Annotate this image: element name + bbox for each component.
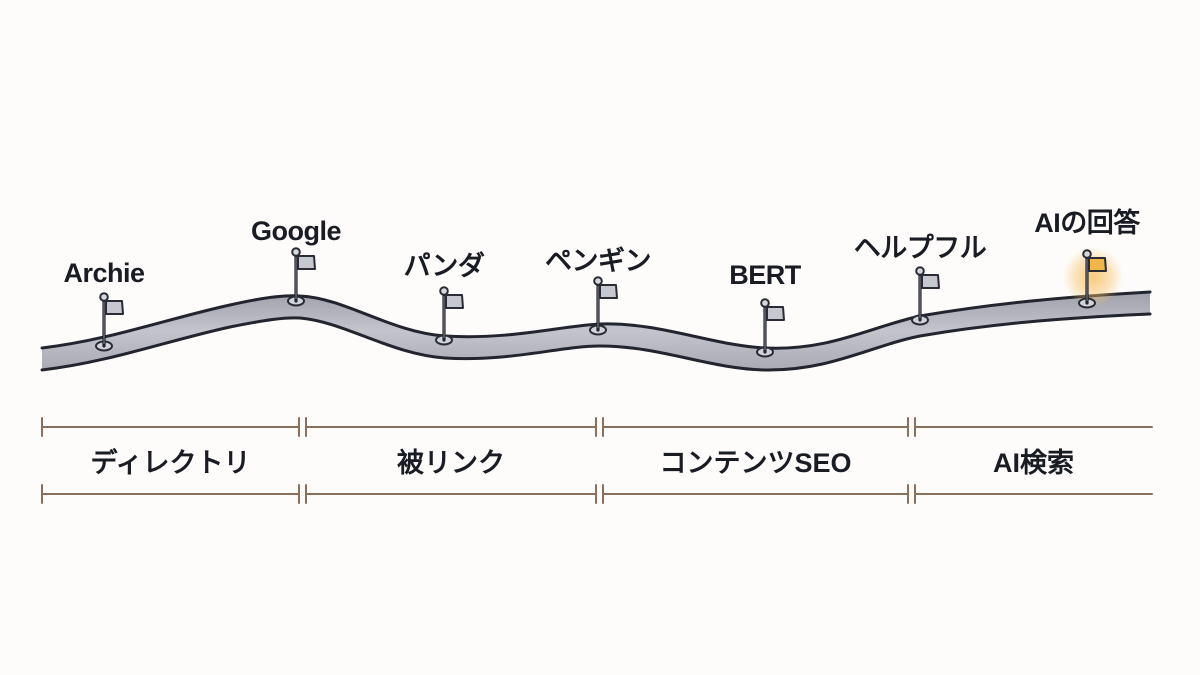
milestone-label: ヘルプフル (854, 233, 987, 263)
milestone-label: パンダ (404, 250, 485, 281)
era-label: ディレクトリ (90, 447, 250, 478)
milestone-label: Google (251, 216, 341, 246)
flag (105, 300, 124, 315)
era-ruler-bottom (41, 484, 1153, 504)
milestone-label: ペンギン (545, 246, 651, 276)
milestone-label: Archie (63, 258, 145, 288)
flag-knob (99, 292, 109, 302)
era-label: AI検索 (993, 448, 1074, 478)
road-bottom-edge (40, 312, 1152, 372)
flag-knob (915, 266, 925, 276)
milestone: BERT (729, 260, 802, 358)
flag (445, 294, 464, 309)
milestone: パンダ (404, 250, 485, 346)
flag (921, 274, 940, 289)
milestone-label: AIの回答 (1034, 207, 1141, 238)
flag-knob (593, 276, 603, 286)
milestone: AIの回答 (1034, 207, 1142, 309)
milestone: ペンギン (545, 246, 652, 336)
flag-knob (291, 247, 301, 257)
milestone: Archie (63, 258, 145, 352)
flag (599, 284, 618, 299)
flag (297, 255, 316, 270)
era-label: コンテンツSEO (659, 448, 851, 478)
highlight-flag (1088, 257, 1107, 272)
era-ruler-top (41, 417, 1153, 437)
milestone: ヘルプフル (854, 233, 987, 326)
flag-knob (1082, 249, 1092, 259)
highlight-glow (1063, 247, 1123, 307)
flag-knob (439, 286, 449, 296)
milestones: Archie Google パンダ ペンギン BERT ヘルプフル AIの回答 (63, 207, 1142, 358)
milestone: Google (251, 216, 342, 307)
eras: ディレクトリ 被リンク コンテンツSEO AI検索 (41, 417, 1153, 504)
flag (766, 306, 785, 321)
flag-knob (760, 298, 770, 308)
milestone-label: BERT (729, 260, 802, 290)
era-label: 被リンク (397, 448, 505, 478)
